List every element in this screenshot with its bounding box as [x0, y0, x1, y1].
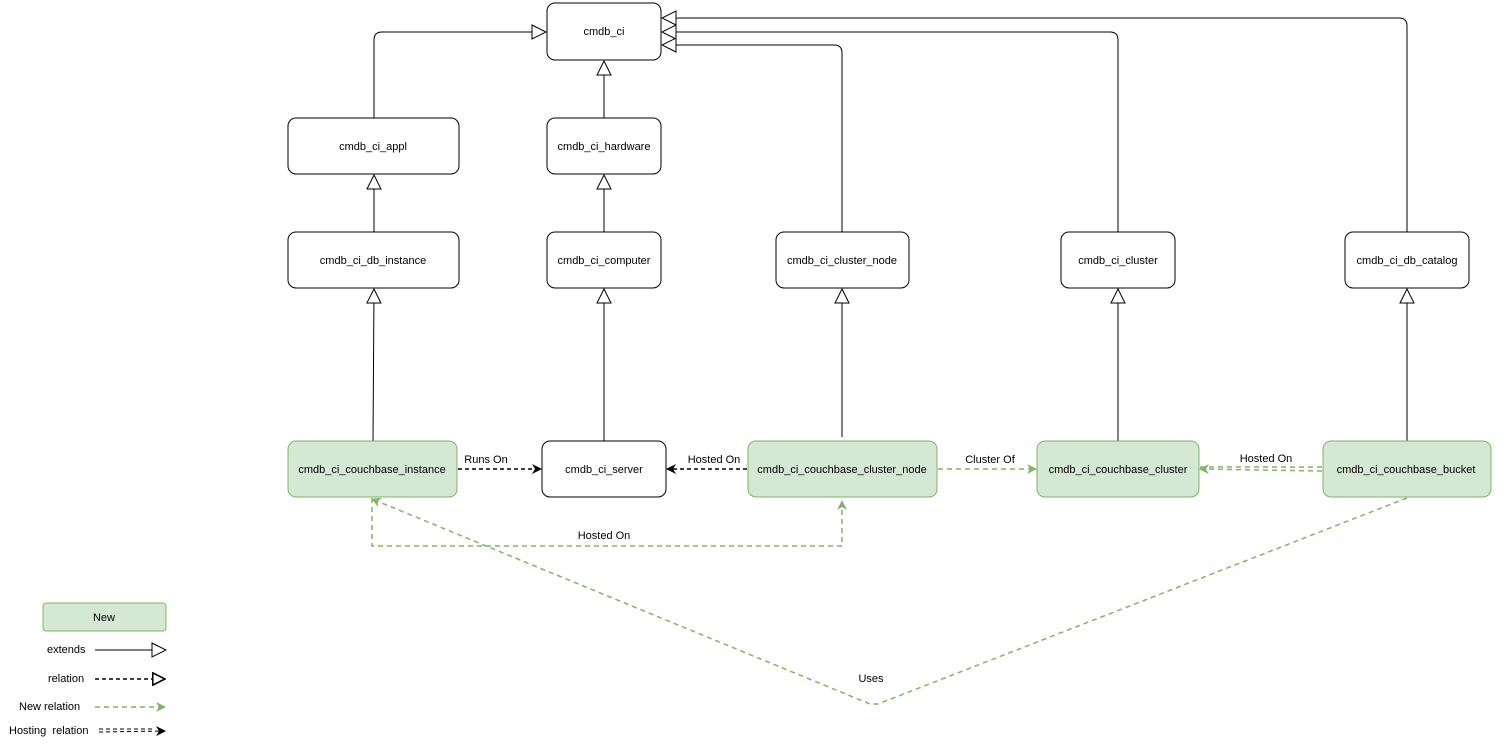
- label-hosted-on-cluster: Hosted On: [1240, 453, 1293, 465]
- legend-new-relation: New relation: [19, 701, 166, 713]
- node-cmdb-ci-couchbase-cluster-node: cmdb_ci_couchbase_cluster_node: [747, 440, 938, 498]
- node-cmdb-ci-db-instance: cmdb_ci_db_instance: [287, 231, 460, 289]
- node-cmdb-ci-hardware: cmdb_ci_hardware: [546, 117, 662, 175]
- node-cmdb-ci-server: cmdb_ci_server: [541, 440, 667, 498]
- legend-hosting-relation-label: Hosting relation: [9, 725, 89, 737]
- label-cluster-of: Cluster Of: [965, 454, 1015, 466]
- legend-extends: extends: [47, 644, 166, 656]
- edge-cbinstance-to-dbinstance: [373, 289, 374, 442]
- label-runs-on: Runs On: [464, 454, 507, 466]
- label-uses: Uses: [858, 673, 884, 685]
- legend-new-relation-label: New relation: [19, 701, 80, 713]
- legend-relation-label: relation: [48, 673, 84, 685]
- node-label: cmdb_ci_db_instance: [320, 255, 426, 267]
- label-hosted-on-node: Hosted On: [578, 530, 631, 542]
- node-label: cmdb_ci_appl: [339, 141, 407, 153]
- node-label: cmdb_ci_couchbase_cluster: [1049, 464, 1188, 476]
- label-hosted-on-server: Hosted On: [688, 454, 741, 466]
- edge-uses: [371, 497, 1408, 705]
- node-label: cmdb_ci_db_catalog: [1357, 255, 1458, 267]
- node-cmdb-ci: cmdb_ci: [546, 2, 662, 61]
- node-cmdb-ci-cluster: cmdb_ci_cluster: [1060, 231, 1176, 289]
- legend-hosting-relation: Hosting relation: [9, 725, 166, 737]
- edge-labels: Runs On Hosted On Cluster Of Hosted On H…: [464, 453, 1292, 685]
- legend-relation: relation: [48, 673, 165, 685]
- edge-hosted-on-cluster-b: [1199, 464, 1323, 475]
- legend: New extends relation New relation Hostin…: [9, 602, 167, 737]
- node-label: cmdb_ci_couchbase_instance: [298, 464, 445, 476]
- node-label: cmdb_ci_cluster_node: [787, 255, 897, 267]
- node-label: cmdb_ci_couchbase_cluster_node: [757, 464, 926, 476]
- legend-hosting-line-b: [98, 726, 166, 737]
- node-cmdb-ci-couchbase-instance: cmdb_ci_couchbase_instance: [287, 440, 458, 498]
- node-label: cmdb_ci_server: [565, 464, 643, 476]
- node-label: cmdb_ci_couchbase_bucket: [1337, 464, 1476, 476]
- node-label: cmdb_ci_hardware: [558, 141, 651, 153]
- node-label: cmdb_ci_cluster: [1078, 255, 1158, 267]
- legend-new: New: [42, 602, 167, 632]
- legend-new-label: New: [93, 612, 115, 624]
- extends-edges: [373, 18, 1408, 442]
- node-cmdb-ci-couchbase-bucket: cmdb_ci_couchbase_bucket: [1322, 440, 1492, 498]
- node-cmdb-ci-cluster-node: cmdb_ci_cluster_node: [775, 231, 910, 289]
- edge-dbcatalog-to-ci: [662, 18, 1408, 232]
- node-cmdb-ci-computer: cmdb_ci_computer: [546, 231, 662, 289]
- edge-appl-to-ci: [373, 32, 546, 118]
- legend-extends-label: extends: [47, 644, 86, 656]
- node-label: cmdb_ci_computer: [558, 255, 651, 267]
- relation-edges: [371, 464, 1408, 705]
- node-label: cmdb_ci: [584, 26, 625, 38]
- edge-hosted-on-node: [371, 498, 847, 547]
- edge-cluster-to-ci: [662, 32, 1119, 232]
- node-cmdb-ci-appl: cmdb_ci_appl: [287, 117, 460, 175]
- edge-clusternode-to-ci: [662, 45, 843, 232]
- node-cmdb-ci-couchbase-cluster: cmdb_ci_couchbase_cluster: [1036, 440, 1200, 498]
- node-cmdb-ci-db-catalog: cmdb_ci_db_catalog: [1344, 231, 1470, 289]
